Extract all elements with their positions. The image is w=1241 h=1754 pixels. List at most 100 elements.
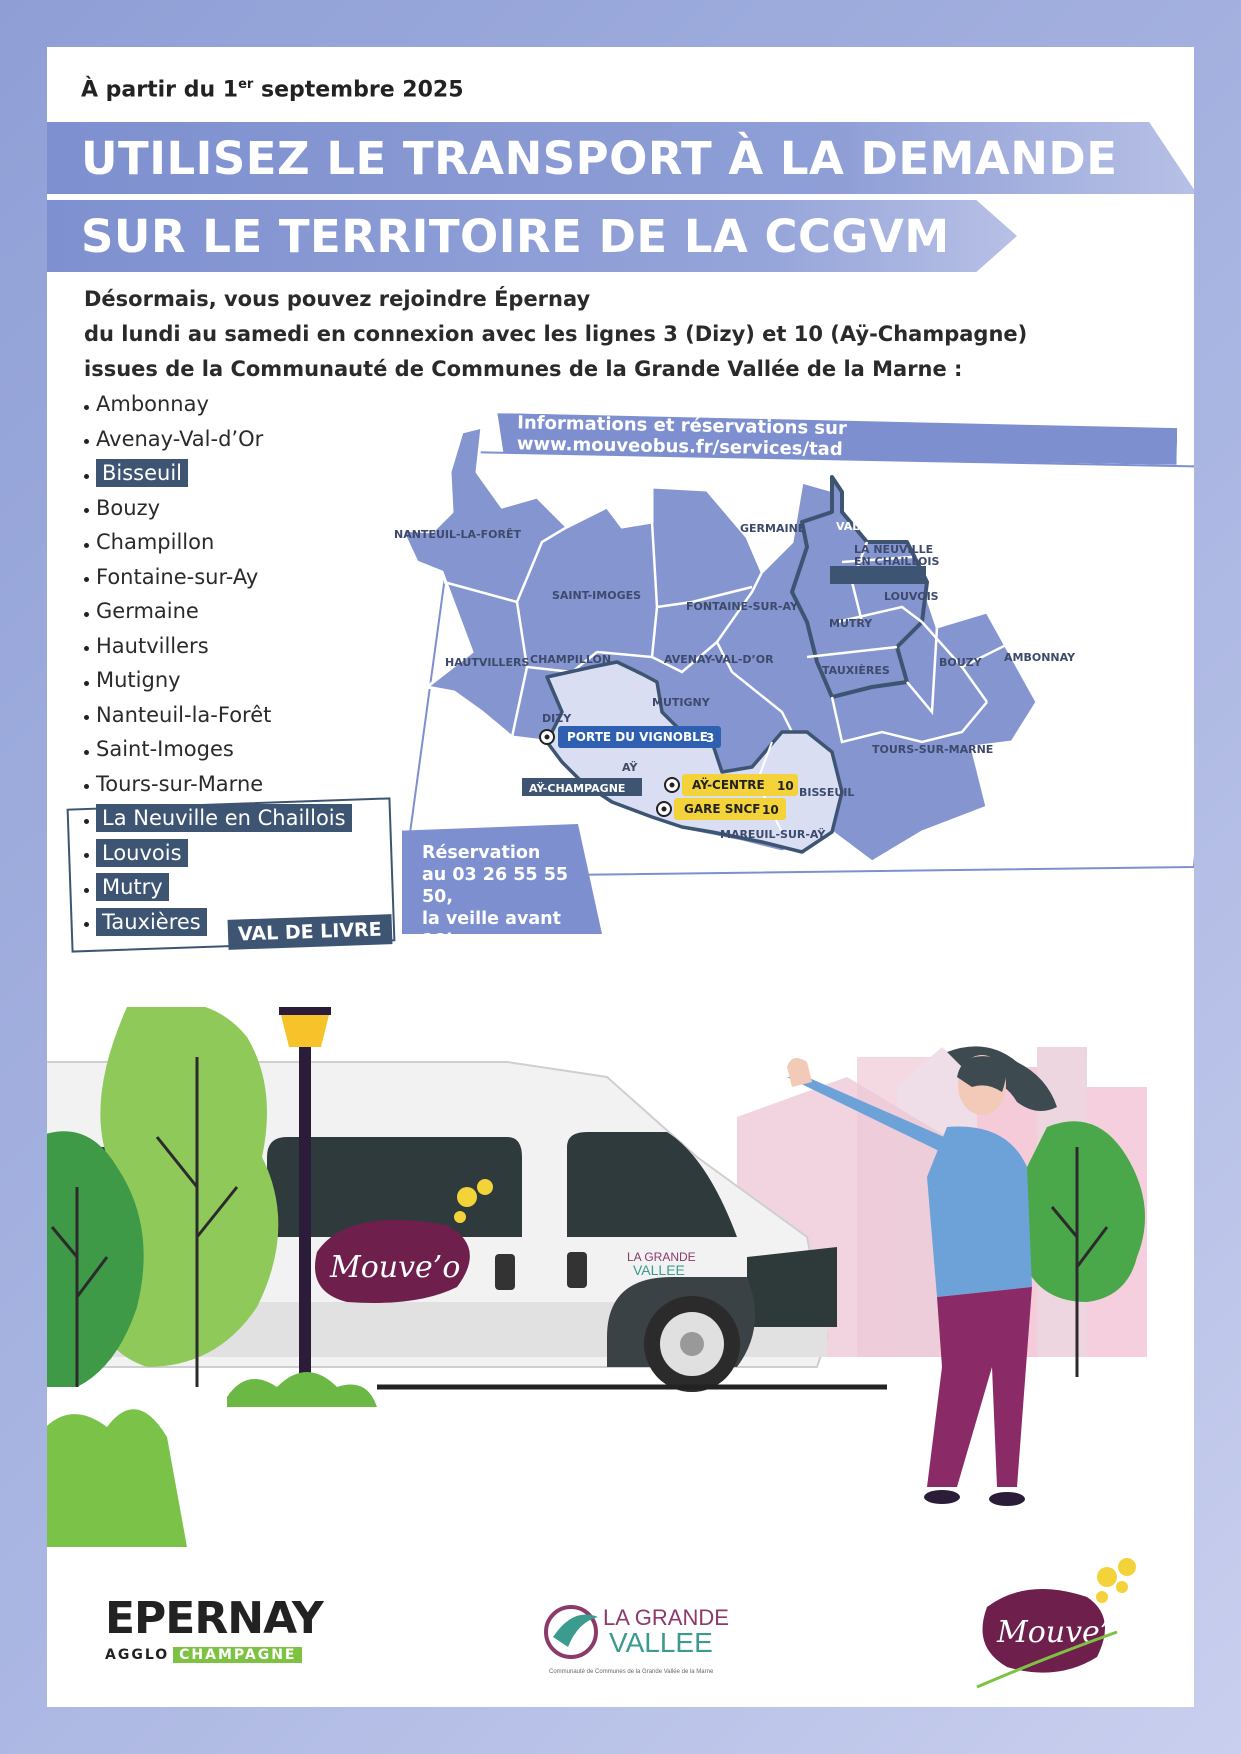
label-saint-imoges: SAINT-IMOGES	[552, 589, 641, 602]
illustration-scene: Mouve’o LA GRANDE VALLEE	[47, 1007, 1147, 1547]
effective-date: À partir du 1er septembre 2025	[81, 77, 464, 103]
label-hautvillers: HAUTVILLERS	[445, 656, 529, 669]
epernay-logo-agglo: AGGLO	[105, 1647, 170, 1663]
bullet-dot	[84, 715, 89, 721]
stop-gare-sncf-label: GARE SNCF	[684, 802, 760, 816]
town-name: Saint-Imoges	[96, 737, 234, 761]
poster-sheet: À partir du 1er septembre 2025 UTILISEZ …	[47, 47, 1194, 1707]
town-item: Louvois	[84, 836, 352, 871]
town-item: Germaine	[84, 594, 352, 629]
label-ambonnay: AMBONNAY	[1004, 651, 1076, 664]
town-item: Tauxières	[84, 905, 352, 940]
page-title-line2: SUR LE TERRITOIRE DE LA CCGVM	[81, 209, 950, 263]
label-tours: TOURS-SUR-MARNE	[872, 743, 993, 756]
grande-vallee-subtitle: Communauté de Communes de la Grande Vall…	[549, 1669, 714, 1675]
ay-champagne-tag-bg	[522, 778, 642, 796]
stop-porte-du-vignoble: PORTE DU VIGNOBLE 3	[539, 726, 721, 748]
bullet-dot	[84, 611, 89, 617]
van-partner-1: LA GRANDE	[627, 1250, 696, 1264]
town-item: Champillon	[84, 525, 352, 560]
epernay-logo: EPERNAY AGGLO CHAMPAGNE	[105, 1593, 324, 1663]
grande-vallee-logo: LA GRANDE VALLEE Communauté de Communes …	[543, 1597, 733, 1687]
commune-boundaries	[443, 521, 988, 744]
bullet-dot	[84, 439, 89, 445]
intro-text: Désormais, vous pouvez rejoindre Épernay…	[84, 282, 1027, 387]
bullet-dot	[84, 542, 89, 548]
town-item: Bisseuil	[84, 456, 352, 491]
town-name: Champillon	[96, 530, 215, 554]
label-mutigny: MUTIGNY	[652, 696, 711, 709]
ay-champagne-tag: AŸ-CHAMPAGNE	[529, 781, 625, 795]
label-avenay: AVENAY-VAL-D’OR	[664, 653, 774, 666]
mouveo-logo: Mouve’o	[976, 1558, 1136, 1689]
map-labels: NANTEUIL-LA-FORÊT GERMAINE LA NEUVILLE E…	[394, 522, 1076, 841]
grande-vallee-word-2: VALLEE	[609, 1627, 713, 1658]
label-la-neuville-2: EN CHAILLOIS	[854, 555, 940, 568]
bullet-dot	[84, 680, 89, 686]
stop-porte-du-vignoble-line: 3	[706, 731, 714, 745]
stop-ay-centre-line: 10	[777, 779, 794, 793]
label-germaine: GERMAINE	[740, 522, 805, 535]
bullet-dot	[84, 818, 89, 824]
reservation-line-1: Réservation	[422, 843, 541, 863]
epernay-logo-word: EPERNAY	[105, 1593, 324, 1644]
town-name: Louvois	[96, 838, 188, 867]
town-item: La Neuville en Chaillois	[84, 801, 352, 836]
label-dizy: DIZY	[542, 712, 572, 725]
street-lamp	[279, 1007, 331, 1392]
intro-line-3: issues de la Communauté de Communes de l…	[84, 357, 963, 381]
bullet-dot	[84, 853, 89, 859]
reservation-line-2: au 03 26 55 55 50,	[422, 865, 569, 907]
label-nanteuil: NANTEUIL-LA-FORÊT	[394, 528, 521, 541]
label-la-neuville-1: LA NEUVILLE	[854, 543, 933, 556]
town-name: La Neuville en Chaillois	[96, 804, 352, 833]
intro-line-1: Désormais, vous pouvez rejoindre Épernay	[84, 287, 591, 311]
reservation-box: Réservation au 03 26 55 55 50, la veille…	[402, 824, 602, 934]
bullet-dot	[84, 887, 89, 893]
tree-right	[1015, 1121, 1145, 1377]
town-item: Nanteuil-la-Forêt	[84, 698, 352, 733]
mouveo-logo-text: Mouve’o	[996, 1615, 1127, 1650]
town-item: Avenay-Val-d’Or	[84, 422, 352, 457]
reservation-line-3: la veille avant 18h.	[422, 909, 561, 951]
label-louvois: LOUVOIS	[884, 590, 939, 603]
trees-left	[47, 1007, 377, 1547]
bullet-dot	[84, 922, 89, 928]
label-mareuil: MAREUIL-SUR-AŸ	[720, 827, 826, 841]
town-name: Tours-sur-Marne	[96, 771, 264, 796]
van-mouveo-logo: Mouve’o	[315, 1179, 493, 1303]
town-name: Mutigny	[96, 668, 181, 692]
title-banner-line1: UTILISEZ LE TRANSPORT À LA DEMANDE	[47, 122, 1194, 194]
val-de-livre-map-tag: VAL DE LIVRE	[836, 520, 919, 533]
town-name: Avenay-Val-d’Or	[96, 426, 264, 451]
stop-porte-du-vignoble-label: PORTE DU VIGNOBLE	[567, 730, 708, 744]
label-ay: AŸ	[622, 760, 638, 774]
van-partner-2: VALLEE	[633, 1262, 685, 1278]
page-title-line1: UTILISEZ LE TRANSPORT À LA DEMANDE	[81, 131, 1118, 185]
town-item: Saint-Imoges	[84, 732, 352, 767]
bullet-dot	[84, 473, 89, 479]
town-name: Nanteuil-la-Forêt	[96, 702, 272, 727]
town-name: Fontaine-sur-Ay	[96, 564, 259, 589]
town-item: Tours-sur-Marne	[84, 767, 352, 802]
town-name: Germaine	[96, 599, 199, 623]
epernay-logo-sub: AGGLO CHAMPAGNE	[105, 1647, 323, 1663]
label-fontaine: FONTAINE-SUR-AY	[686, 600, 799, 613]
town-item: Mutigny	[84, 663, 352, 698]
town-item: Mutry	[84, 870, 352, 905]
grande-vallee-emblem	[544, 1605, 598, 1659]
town-name: Bouzy	[96, 495, 161, 520]
town-name: Hautvillers	[96, 633, 209, 658]
bullet-dot	[84, 784, 89, 790]
val-de-livre-outline	[790, 475, 929, 699]
label-mutry: MUTRY	[829, 617, 873, 630]
label-bisseuil: BISSEUIL	[799, 786, 854, 799]
town-item: Ambonnay	[84, 387, 352, 422]
territory-map: NANTEUIL-LA-FORÊT GERMAINE LA NEUVILLE E…	[394, 425, 1194, 879]
town-item: Bouzy	[84, 491, 352, 526]
label-tauxieres: TAUXIÈRES	[822, 664, 890, 677]
van-brand-text: Mouve’o	[329, 1250, 460, 1285]
town-item: Hautvillers	[84, 629, 352, 664]
stop-ay-centre: AŸ-CENTRE 10	[664, 774, 798, 796]
